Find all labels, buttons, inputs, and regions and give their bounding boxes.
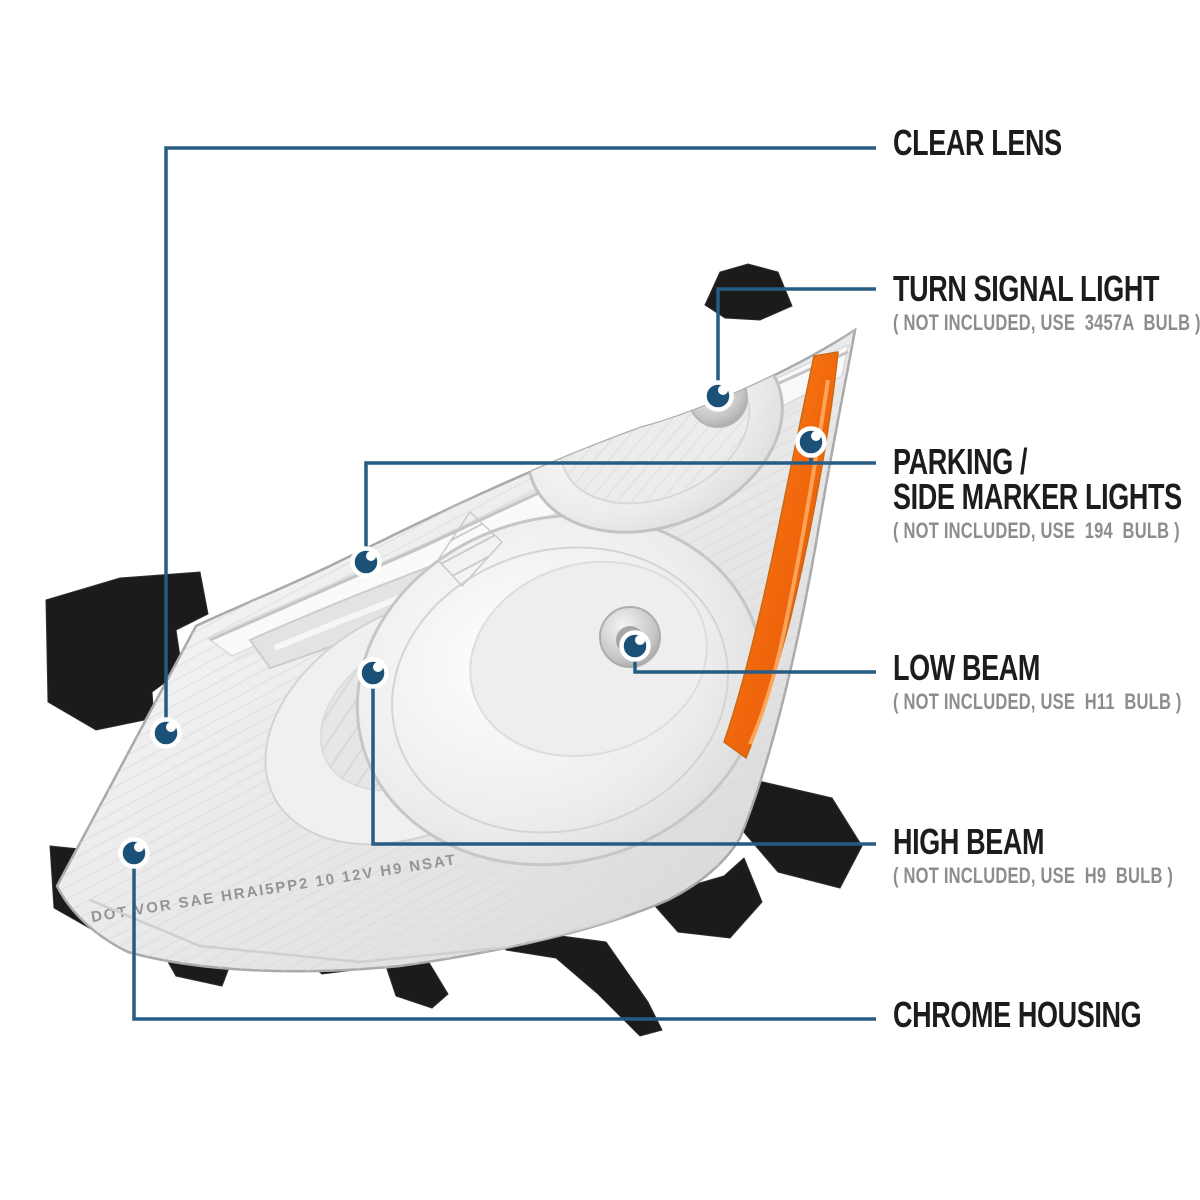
callout-dot-high-beam: [357, 657, 389, 689]
callout-label-low-beam: LOW BEAM ( NOT INCLUDED, USE H11 BULB ): [893, 650, 1182, 713]
callout-dot-parking: [350, 546, 382, 578]
turn-signal-title: TURN SIGNAL LIGHT: [893, 268, 1160, 309]
callout-dot-turn-signal: [702, 380, 734, 412]
callout-line-clear-lens: [164, 146, 876, 733]
high-beam-title: HIGH BEAM: [893, 821, 1045, 862]
callout-dot-low-beam: [619, 630, 651, 662]
callout-label-clear-lens: CLEAR LENS: [893, 122, 1062, 163]
callout-label-high-beam: HIGH BEAM ( NOT INCLUDED, USE H9 BULB ): [893, 824, 1173, 887]
bottom-rim-line: [89, 898, 661, 964]
callout-label-parking: PARKING / SIDE MARKER LIGHTS ( NOT INCLU…: [893, 444, 1182, 542]
parking-note: ( NOT INCLUDED, USE 194 BULB ): [893, 518, 1180, 543]
callout-dot-clear-lens: [150, 717, 182, 749]
bottom-bracket-4: [647, 857, 763, 939]
callout-line-parking: [364, 461, 876, 562]
callout-line-chrome-housing: [132, 853, 876, 1021]
callout-line-high-beam: [371, 673, 876, 846]
callout-lines: [132, 146, 876, 1021]
low-beam-note: ( NOT INCLUDED, USE H11 BULB ): [893, 689, 1182, 714]
parking-title-line2: SIDE MARKER LIGHTS: [893, 476, 1182, 517]
fluted-fin: [437, 510, 504, 588]
right-mount-bracket: [741, 777, 863, 889]
callout-dot-side-marker: [795, 426, 827, 458]
turn-signal-note: ( NOT INCLUDED, USE 3457A BULB ): [893, 310, 1200, 335]
low-beam-chamber: [355, 513, 765, 867]
callout-label-chrome-housing: CHROME HOUSING: [893, 994, 1142, 1035]
bottom-bracket-3: [499, 927, 663, 1037]
callout-dot-chrome-housing: [118, 837, 150, 869]
callout-dots: [118, 380, 827, 869]
callout-label-turn-signal: TURN SIGNAL LIGHT ( NOT INCLUDED, USE 34…: [893, 271, 1200, 334]
chrome-housing-title: CHROME HOUSING: [893, 994, 1142, 1035]
callout-line-turn-signal: [716, 287, 876, 396]
clear-lens-title: CLEAR LENS: [893, 122, 1062, 163]
low-beam-title: LOW BEAM: [893, 647, 1040, 688]
high-beam-note: ( NOT INCLUDED, USE H9 BULB ): [893, 863, 1174, 888]
parking-title-line1: PARKING /: [893, 441, 1028, 482]
